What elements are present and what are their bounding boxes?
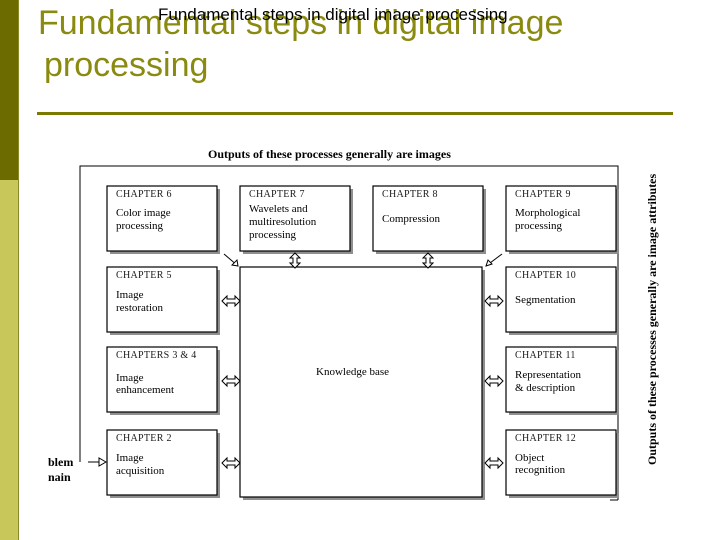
double-arrow-icon	[484, 294, 504, 308]
box-line: processing	[249, 229, 297, 241]
box-line: Image	[116, 372, 144, 384]
chapter-label: CHAPTER 5	[116, 270, 172, 281]
box-line: & description	[515, 382, 576, 394]
box-image-enhancement: CHAPTERS 3 & 4 Image enhancement	[106, 346, 220, 415]
box-line: processing	[515, 220, 563, 232]
box-line: Color image	[116, 207, 171, 219]
sidebar-dark-band	[0, 0, 18, 180]
double-arrow-icon	[221, 294, 241, 308]
chapter-label: CHAPTER 12	[515, 433, 576, 444]
box-line: Representation	[515, 369, 581, 381]
box-segmentation: CHAPTER 10 Segmentation	[505, 266, 619, 335]
box-compression: CHAPTER 8 Compression	[372, 185, 486, 254]
box-line: processing	[116, 220, 164, 232]
slide-title: Fundamental steps in digital image proce…	[38, 2, 638, 86]
knowledge-base-label: Knowledge base	[316, 366, 389, 378]
box-line: multiresolution	[249, 216, 317, 228]
box-object-recognition: CHAPTER 12 Object recognition	[505, 429, 619, 498]
chapter-label: CHAPTER 7	[249, 189, 305, 200]
problem-domain-label-2: nain	[48, 470, 71, 484]
slide-title-line1: Fundamental steps in digital image	[38, 4, 564, 42]
box-line: Compression	[382, 213, 441, 225]
box-wavelets: CHAPTER 7 Wavelets and multiresolution p…	[239, 185, 353, 254]
chapter-label: CHAPTERS 3 & 4	[116, 350, 197, 361]
sidebar-divider	[18, 0, 19, 540]
double-arrow-icon	[221, 456, 241, 470]
chapter-label: CHAPTER 8	[382, 189, 438, 200]
chapter-label: CHAPTER 11	[515, 350, 576, 361]
box-line: Object	[515, 452, 544, 464]
box-line: Image	[116, 289, 144, 301]
box-line: Wavelets and	[249, 203, 308, 215]
box-line: Morphological	[515, 207, 580, 219]
box-image-restoration: CHAPTER 5 Image restoration	[106, 266, 220, 335]
top-output-label: Outputs of these processes generally are…	[208, 147, 451, 161]
vertical-double-arrow-icon	[421, 252, 435, 269]
box-line: enhancement	[116, 384, 174, 396]
box-color-image-processing: CHAPTER 6 Color image processing	[106, 185, 220, 254]
box-image-acquisition: CHAPTER 2 Image acquisition	[106, 429, 220, 498]
overlay-title: Fundamental steps in digital image proce…	[158, 5, 508, 24]
vertical-double-arrow-icon	[288, 252, 302, 269]
knowledge-base-box	[239, 266, 483, 498]
chapter-label: CHAPTER 9	[515, 189, 571, 200]
double-arrow-icon	[221, 374, 241, 388]
diagonal-arrow-icon	[223, 253, 239, 267]
side-output-label: Outputs of these processes generally are…	[645, 173, 659, 465]
slide-title-line2: processing	[44, 46, 209, 84]
double-arrow-icon	[484, 456, 504, 470]
chapter-label: CHAPTER 10	[515, 270, 576, 281]
box-line: Segmentation	[515, 294, 576, 306]
box-line: acquisition	[116, 465, 165, 477]
box-line: recognition	[515, 464, 566, 476]
box-line: restoration	[116, 302, 164, 314]
double-arrow-icon	[484, 374, 504, 388]
box-representation-description: CHAPTER 11 Representation & description	[505, 346, 619, 415]
problem-domain-label-1: blem	[48, 455, 73, 469]
sidebar-light-band	[0, 180, 18, 540]
diagonal-arrow-icon	[485, 253, 503, 267]
chapter-label: CHAPTER 2	[116, 433, 172, 444]
title-underline	[37, 112, 673, 115]
box-line: Image	[116, 452, 144, 464]
box-morphological-processing: CHAPTER 9 Morphological processing	[505, 185, 619, 254]
input-arrow-icon	[88, 457, 108, 467]
chapter-label: CHAPTER 6	[116, 189, 172, 200]
